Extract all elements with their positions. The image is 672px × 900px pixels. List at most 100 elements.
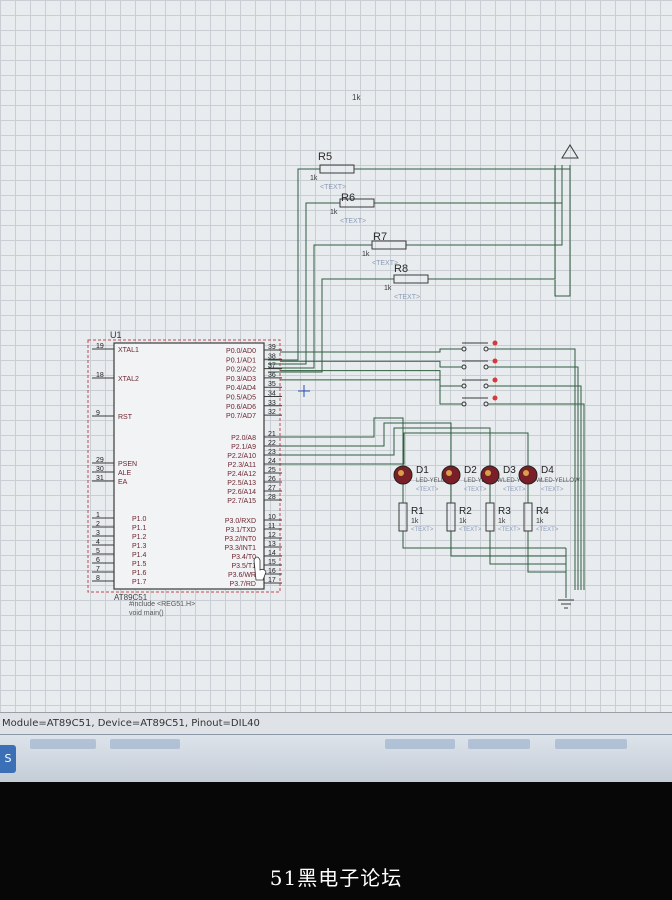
pin-name: P0.1/AD1 xyxy=(226,357,256,364)
pin-number: 23 xyxy=(268,449,276,456)
resistor-value: 1k xyxy=(362,251,370,258)
wire xyxy=(268,278,394,373)
watermark: 51黑电子论坛 xyxy=(269,866,403,890)
wire xyxy=(280,379,462,405)
led-ref: D4 xyxy=(541,465,554,476)
resistor-ref: R2 xyxy=(459,506,472,517)
pin-number: 16 xyxy=(268,568,276,575)
pin-name: P1.3 xyxy=(132,543,147,550)
pin-name: P0.4/AD4 xyxy=(226,385,256,392)
pin-number: 8 xyxy=(96,575,100,582)
switch-contact xyxy=(461,364,467,370)
switch-contact xyxy=(483,364,489,370)
taskbar: S xyxy=(0,734,672,783)
taskbar-item[interactable] xyxy=(385,739,455,749)
pin-name: RST xyxy=(118,414,133,421)
pin-name: P1.0 xyxy=(132,516,147,523)
switch-contact xyxy=(461,401,467,407)
resistor-text-field: <TEXT> xyxy=(459,527,482,533)
led-d4 xyxy=(518,465,538,485)
taskbar-item[interactable] xyxy=(555,739,627,749)
pin-name: P0.5/AD5 xyxy=(226,395,256,402)
pin-number: 3 xyxy=(96,530,100,537)
resistor-value: 1k xyxy=(330,209,338,216)
wire xyxy=(488,348,576,590)
taskbar-item[interactable] xyxy=(110,739,180,749)
pin-number: 10 xyxy=(268,514,276,521)
led-ref: D1 xyxy=(416,465,429,476)
wire xyxy=(488,403,585,590)
pin-name: P1.4 xyxy=(132,552,147,559)
pin-name: P2.2/A10 xyxy=(227,453,256,460)
led-ref: D2 xyxy=(464,465,477,476)
wire xyxy=(374,165,563,204)
pin-number: 19 xyxy=(96,343,104,350)
pin-name: P2.0/A8 xyxy=(231,435,256,442)
wire xyxy=(489,531,566,565)
resistor-value: 1k xyxy=(536,518,544,525)
led-glare xyxy=(523,470,529,476)
components: 1kR51k<TEXT>R61k<TEXT>R71k<TEXT>R81k<TEX… xyxy=(87,93,580,617)
wire xyxy=(354,165,571,170)
wire xyxy=(406,165,563,246)
pin-name: P3.3/INT1 xyxy=(224,545,256,552)
chip-selection-box xyxy=(87,339,281,593)
pin-name: P3.6/WR xyxy=(228,572,256,579)
pin-number: 39 xyxy=(268,344,276,351)
resistor-r3 xyxy=(485,502,495,532)
pin-name: P1.7 xyxy=(132,579,147,586)
resistor-r4 xyxy=(523,502,533,532)
taskbar-item[interactable] xyxy=(468,739,530,749)
pin-number: 11 xyxy=(268,523,275,530)
pin-name: P2.4/A12 xyxy=(227,471,256,478)
chip-part-name: AT89C51 xyxy=(114,593,148,602)
switch-contact xyxy=(483,383,489,389)
led-text-field: <TEXT> xyxy=(416,487,439,493)
start-button[interactable]: S xyxy=(0,745,16,773)
status-text: Module=AT89C51, Device=AT89C51, Pinout=D… xyxy=(2,718,260,729)
resistor-text-field: <TEXT> xyxy=(536,527,559,533)
pin-name: XTAL1 xyxy=(118,347,139,354)
resistor-ref: R3 xyxy=(498,506,511,517)
hand-cursor-icon xyxy=(253,556,267,581)
status-bar: Module=AT89C51, Device=AT89C51, Pinout=D… xyxy=(0,712,672,734)
led-type: LED-YELLOW xyxy=(416,478,455,484)
chip-note-main: void main() xyxy=(129,610,164,617)
pin-name: P3.4/T0 xyxy=(231,554,256,561)
resistor-r1 xyxy=(398,502,408,532)
push-button-switch xyxy=(461,377,498,389)
resistor-ref: R6 xyxy=(341,192,355,204)
wire xyxy=(450,531,566,557)
pin-name: PSEN xyxy=(118,461,137,468)
resistor-text-field: <TEXT> xyxy=(394,294,420,301)
wire xyxy=(268,244,372,369)
switch-contact xyxy=(483,401,489,407)
crosshair-cursor-icon xyxy=(298,385,310,397)
pin-number: 22 xyxy=(268,440,276,447)
wire xyxy=(280,348,462,353)
pin-name: P2.7/A15 xyxy=(227,498,256,505)
led-type: LED-YELLOW xyxy=(541,478,580,484)
wire xyxy=(280,432,529,466)
schematic-drawing: 1kR51k<TEXT>R61k<TEXT>R71k<TEXT>R81k<TEX… xyxy=(87,93,585,617)
led-d1 xyxy=(393,465,413,485)
pin-number: 7 xyxy=(96,566,100,573)
push-button-switch xyxy=(461,395,498,407)
floating-value-label: 1k xyxy=(352,93,361,102)
switch-marker-icon xyxy=(492,358,498,364)
pin-name: P2.1/A9 xyxy=(231,444,256,451)
taskbar-item[interactable] xyxy=(30,739,96,749)
pin-number: 26 xyxy=(268,476,276,483)
pin-number: 31 xyxy=(96,475,104,482)
pin-name: P1.6 xyxy=(132,570,147,577)
pin-number: 36 xyxy=(268,372,276,379)
pin-number: 15 xyxy=(268,559,276,566)
led-text-field: <TEXT> xyxy=(503,487,526,493)
pin-number: 27 xyxy=(268,485,276,492)
led-glare xyxy=(446,470,452,476)
wire xyxy=(268,202,340,365)
resistor-ref: R8 xyxy=(394,263,408,275)
pin-name: P2.5/A13 xyxy=(227,480,256,487)
